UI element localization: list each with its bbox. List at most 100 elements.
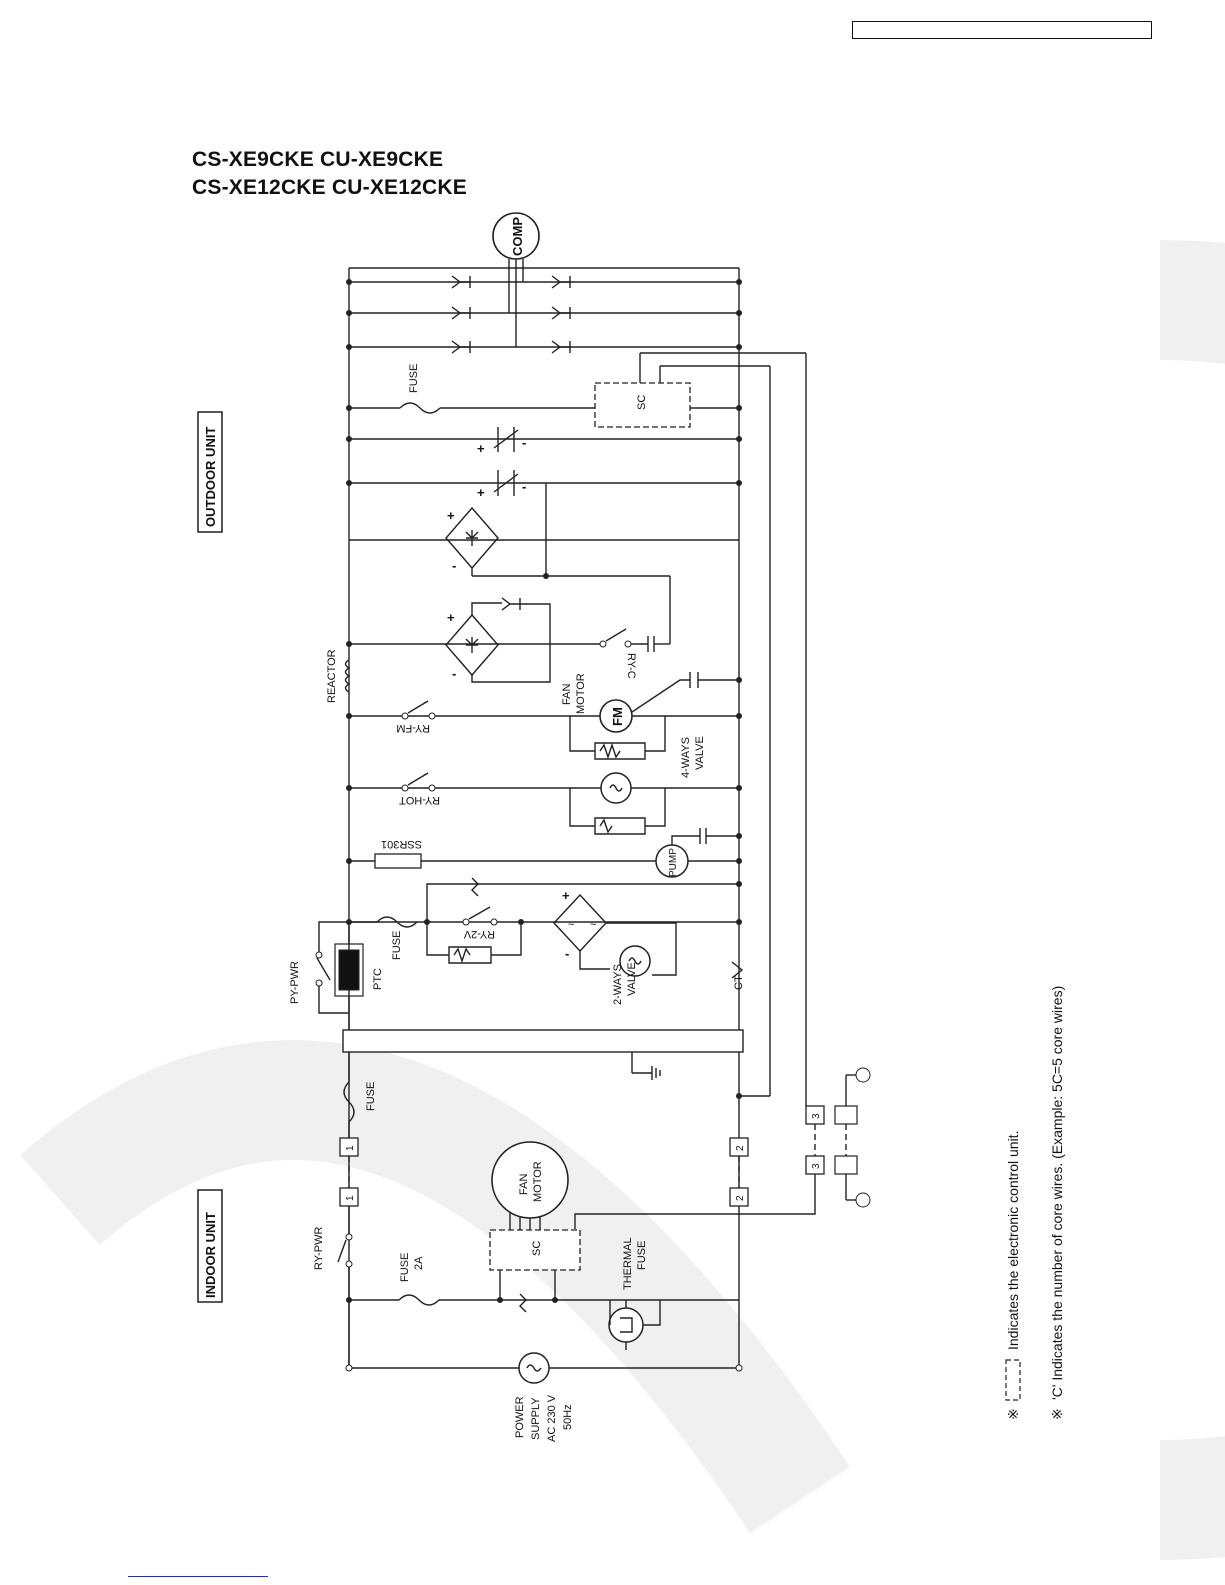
two-ways-label-1: 2-WAYS: [612, 964, 624, 1005]
note1-mark: ※: [1005, 1408, 1021, 1420]
fuse-mid-label: FUSE: [365, 1082, 377, 1111]
ry-hot-label: RY-HOT: [399, 794, 440, 806]
thermal-label-1: THERMAL: [622, 1237, 634, 1290]
fan-motor-in-2: MOTOR: [532, 1161, 544, 1202]
ps-label-3: AC 230 V: [546, 1394, 558, 1442]
rect-plus: +: [447, 508, 455, 523]
compressor: COMP: [492, 212, 540, 347]
ry-2v-label: RY-2V: [463, 928, 495, 940]
bridge-ac-1: ~: [568, 919, 574, 931]
model-title-2: CS-XE12CKE CU-XE12CKE: [192, 176, 467, 199]
term-1b: 1: [345, 1195, 356, 1201]
ry-c-label: RY-C: [625, 653, 637, 679]
fm-label: FM: [610, 707, 625, 726]
note1-box: [1005, 1359, 1021, 1401]
ps-label-2: SUPPLY: [530, 1397, 542, 1440]
fuse-2a: FUSE 2A: [346, 1253, 739, 1313]
reactor-label: REACTOR: [326, 649, 338, 703]
cap1-minus: -: [522, 435, 526, 450]
relay-ry-pwr: RY-PWR: [313, 1206, 353, 1368]
ry-pwr-label: RY-PWR: [313, 1227, 325, 1270]
term-2a: 2: [735, 1145, 746, 1151]
watermark-logo: [20, 240, 1225, 1560]
cap2-minus: -: [522, 479, 526, 494]
four-ways-label-1: 4-WAYS: [680, 737, 692, 778]
model-title-1: CS-XE9CKE CU-XE9CKE: [192, 148, 444, 171]
outdoor-sc-label: SC: [636, 395, 648, 410]
outdoor-fuse-label: FUSE: [408, 364, 420, 393]
ssr301: SSR301: [374, 838, 422, 869]
main-bridge-rectifier: + -: [445, 483, 671, 644]
note1-text: Indicates the electronic control unit.: [1005, 1131, 1021, 1350]
py-pwr-label: PY-PWR: [289, 961, 301, 1004]
term-1a: 1: [345, 1145, 356, 1151]
term-3b: 3: [811, 1163, 822, 1169]
thermal-label-2: FUSE: [636, 1241, 648, 1270]
terminal-board: [342, 1029, 744, 1053]
ps-label-1: POWER: [514, 1396, 526, 1438]
term-3a: 3: [811, 1113, 822, 1119]
outdoor-fuse: FUSE: [399, 364, 441, 414]
inverter-transistors: [451, 275, 571, 354]
terminal-blocks: 1 1 2 2 3 3: [339, 1090, 825, 1229]
fan-motor-in-1: FAN: [518, 1174, 530, 1195]
cap2-plus: +: [477, 485, 485, 500]
fuse-2a-label-1: FUSE: [399, 1253, 411, 1282]
footer-link-line: [128, 1576, 268, 1577]
bridge-ac-2: ~: [590, 919, 596, 931]
indoor-sc: SC: [489, 1229, 581, 1300]
term-2b: 2: [735, 1195, 746, 1201]
fan-motor-out-1: FAN: [561, 684, 573, 705]
relay-ry-hot: RY-HOT: [399, 772, 440, 806]
cap1-plus: +: [477, 441, 485, 456]
ptc-label: PTC: [372, 968, 384, 990]
indoor-unit-label: INDOOR UNIT: [203, 1212, 218, 1298]
outdoor-fan-motor: FM FAN MOTOR: [561, 672, 739, 733]
ground-wire: [631, 1052, 661, 1080]
pfc-bridge-rectifier: + -: [445, 597, 551, 683]
ssr301-label: SSR301: [381, 838, 422, 850]
four-ways-label-2: VALVE: [694, 736, 706, 770]
outdoor-sc: SC: [594, 352, 807, 1096]
indoor-sc-label: SC: [531, 1241, 543, 1256]
fuse-2a-label-2: 2A: [413, 1256, 425, 1270]
bridge2-plus: +: [562, 888, 570, 903]
comp-label: COMP: [510, 217, 525, 256]
fan-motor-out-2: MOTOR: [575, 673, 587, 714]
snubber-networks: [569, 716, 666, 835]
pump-label: PUMP: [668, 848, 679, 877]
thermal-fuse: THERMAL FUSE: [608, 1237, 661, 1350]
outdoor-unit-box: OUTDOOR UNIT: [197, 411, 223, 533]
two-ways-label-2: VALVE: [626, 962, 638, 996]
junction-dots: [346, 279, 742, 925]
ptc-block: PTC PY-PWR: [289, 921, 384, 1014]
note2-text: 'C' Indicates the number of core wires. …: [1049, 986, 1065, 1400]
pump: PUMP: [655, 828, 739, 878]
earth-terminals: [834, 1067, 871, 1208]
dc-capacitors: + - + -: [477, 427, 526, 500]
indoor-unit-box: INDOOR UNIT: [197, 1189, 223, 1303]
relay-ry-fm: RY-FM: [396, 700, 436, 734]
header-box: [852, 21, 1152, 39]
bridge2-minus: -: [565, 946, 569, 961]
indoor-fuse: FUSE: [343, 1052, 377, 1138]
outdoor-unit-label: OUTDOOR UNIT: [203, 427, 218, 527]
relay-ry-c: RY-C: [599, 628, 670, 679]
ry-fm-label: RY-FM: [396, 722, 430, 734]
current-transformer: CT: [731, 961, 745, 990]
rect-minus: -: [452, 558, 456, 573]
ct-label: CT: [733, 975, 745, 990]
four-ways-valve: 4-WAYS VALVE: [600, 736, 706, 804]
two-way-circuit: FUSE RY-2V ~ ~ + - 2-WAYS VALVE: [349, 877, 739, 1005]
bus-wires: [348, 267, 740, 1368]
reactor: REACTOR: [326, 649, 351, 703]
pfc-plus: +: [447, 610, 455, 625]
indoor-fan-motor: FAN MOTOR: [491, 1141, 569, 1230]
note2-mark: ※: [1049, 1408, 1065, 1420]
ps-label-4: 50Hz: [562, 1404, 574, 1430]
fuse-2v-label: FUSE: [391, 931, 403, 960]
pfc-minus: -: [452, 666, 456, 681]
power-supply: POWER SUPPLY AC 230 V 50Hz: [345, 1352, 743, 1442]
notes: ※ Indicates the electronic control unit.…: [1005, 986, 1065, 1420]
